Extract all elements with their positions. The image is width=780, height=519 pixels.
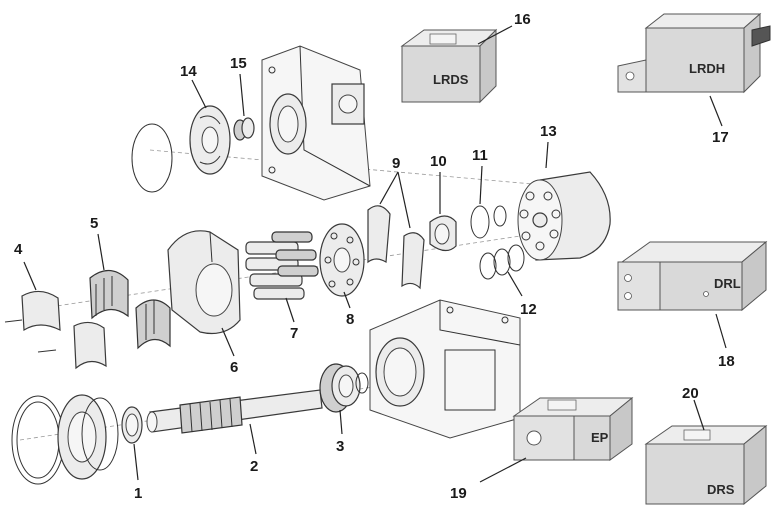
callout-6: 6 <box>230 359 238 376</box>
callout-3: 3 <box>336 438 344 455</box>
control-module-lrds: LRDS <box>400 28 498 104</box>
callout-4: 4 <box>14 241 23 258</box>
part-10-spherical-bushing <box>429 215 457 252</box>
callout-11: 11 <box>472 147 488 164</box>
callout-17: 17 <box>712 129 729 146</box>
callout-13: 13 <box>540 123 557 140</box>
part-4-cradle-bearings <box>4 290 107 370</box>
module-label-ep: EP <box>591 430 609 445</box>
control-module-drs: DRS <box>644 424 768 506</box>
callout-12: 12 <box>520 301 537 318</box>
callout-19: 19 <box>450 485 467 502</box>
callout-16: 16 <box>514 11 531 28</box>
callout-15: 15 <box>230 55 247 72</box>
part-1-circlip-and-seal <box>11 394 143 485</box>
callout-1: 1 <box>134 485 142 502</box>
part-11-spring-ring <box>470 205 507 239</box>
part-14-port-plate <box>131 105 231 193</box>
module-label-lrds: LRDS <box>433 72 469 87</box>
control-module-lrdh: LRDH <box>617 12 771 94</box>
callout-14: 14 <box>180 63 197 80</box>
control-module-drl: DRL <box>617 240 768 312</box>
callout-9: 9 <box>392 155 400 172</box>
part-6-swashplate <box>167 230 241 335</box>
part-3-roller-bearing <box>319 363 369 413</box>
part-5-bearing-shells <box>89 269 171 350</box>
module-label-drl: DRL <box>714 276 741 291</box>
part-8-retaining-plate <box>319 223 365 297</box>
part-7-piston-set <box>245 231 319 300</box>
front-pump-housing <box>369 299 521 439</box>
callout-8: 8 <box>346 311 354 328</box>
callout-2: 2 <box>250 458 258 475</box>
module-label-drs: DRS <box>707 482 735 497</box>
control-module-ep: EP <box>512 396 634 461</box>
part-9-guide-shells <box>367 205 425 290</box>
callout-18: 18 <box>718 353 735 370</box>
module-label-lrdh: LRDH <box>689 61 725 76</box>
callout-10: 10 <box>430 153 447 170</box>
callout-7: 7 <box>290 325 298 342</box>
part-2-drive-shaft <box>146 389 323 434</box>
part-13-cylinder-block <box>517 171 611 261</box>
rear-port-housing <box>261 45 371 201</box>
callout-numbers: 1 2 3 4 5 6 7 8 9 10 11 12 13 14 15 16 1… <box>14 11 735 502</box>
part-12-shim-rings <box>479 244 525 280</box>
leader-lines <box>23 25 727 483</box>
callout-20: 20 <box>682 385 699 402</box>
callout-5: 5 <box>90 215 98 232</box>
part-15-bushing <box>233 117 255 141</box>
